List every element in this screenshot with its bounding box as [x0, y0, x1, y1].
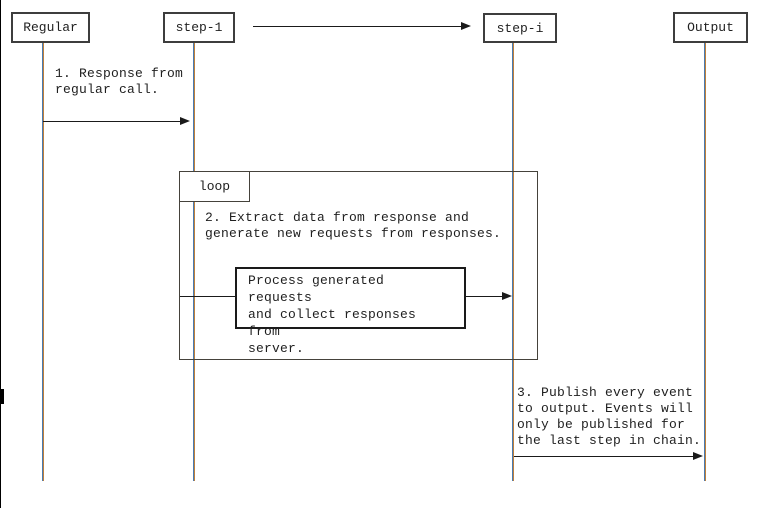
process-out-arrow-line [466, 296, 502, 297]
lifeline-regular [42, 43, 44, 481]
left-edge-mark [0, 389, 4, 404]
participant-label-regular: Regular [23, 20, 78, 35]
process-out-arrow-head-icon [502, 292, 512, 300]
participant-label-step-1: step-1 [175, 20, 223, 35]
loop-label-box: loop [179, 171, 250, 202]
message-1-text: 1. Response from regular call. [55, 66, 184, 97]
participant-box-step-i: step-i [483, 13, 557, 43]
lifeline-step-1 [193, 43, 195, 481]
message-1-arrow-line [43, 121, 181, 122]
lifeline-step-i [512, 43, 514, 481]
message-3-arrow-head-icon [693, 452, 703, 460]
process-box: Process generated requests and collect r… [235, 267, 466, 356]
message-3-text: 3. Publish every event to output. Events… [517, 385, 702, 448]
left-edge-line [0, 0, 1, 508]
message-2-text: 2. Extract data from response and genera… [205, 210, 502, 241]
loop-label: loop [198, 179, 231, 194]
participant-label-step-i: step-i [496, 20, 544, 36]
process-in-line [180, 296, 235, 297]
message-3-arrow-line [514, 456, 693, 457]
chain-arrow-head-icon [461, 22, 471, 30]
loop-frame [179, 171, 538, 360]
participant-box-output: Output [673, 12, 748, 43]
lifeline-output [704, 43, 706, 481]
participant-box-regular: Regular [11, 12, 90, 43]
message-1-arrow-head-icon [180, 117, 190, 125]
chain-arrow-line [253, 26, 461, 27]
participant-box-step-1: step-1 [163, 12, 235, 43]
participant-label-output: Output [687, 20, 734, 35]
